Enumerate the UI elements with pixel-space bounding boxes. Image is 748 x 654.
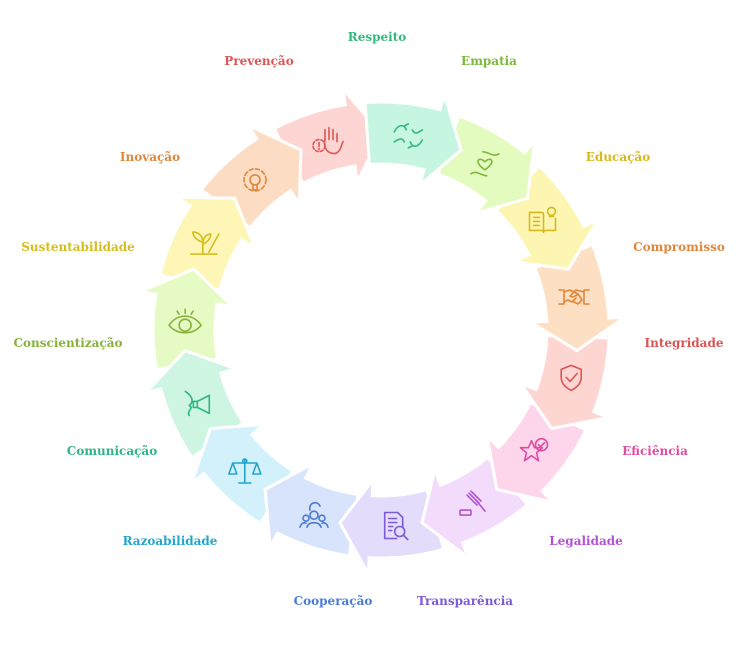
label-sustentabilidade: Sustentabilidade	[21, 240, 135, 254]
hand-alert-icon	[312, 126, 344, 155]
arrow-shape	[263, 460, 360, 558]
label-comunicação: Comunicação	[66, 444, 158, 458]
book-lightbulb-icon	[528, 206, 557, 234]
label-compromisso: Compromisso	[633, 240, 725, 254]
arrow-shape	[435, 113, 537, 217]
arrow-shape	[363, 88, 463, 190]
label-eficiência: Eficiência	[622, 444, 688, 458]
segment-compromisso	[525, 242, 630, 353]
label-integridade: Integridade	[644, 336, 724, 350]
label-conscientização: Conscientização	[13, 336, 123, 350]
segment-empatia	[435, 113, 537, 217]
label-prevenção: Prevenção	[224, 54, 294, 68]
team-icon	[299, 501, 329, 529]
segment-cooperação	[263, 460, 360, 558]
heart-hands-icon	[470, 151, 500, 177]
scales-icon	[228, 458, 262, 484]
eye-icon	[168, 308, 202, 334]
arrow-shape	[157, 195, 259, 292]
arrow-shape	[525, 242, 630, 353]
label-transparência: Transparência	[416, 594, 514, 608]
label-cooperação: Cooperação	[293, 594, 373, 608]
label-razoabilidade: Razoabilidade	[122, 534, 218, 548]
segment-conscientização	[134, 267, 238, 372]
megaphone-icon	[184, 390, 211, 417]
segment-integridade	[517, 334, 615, 431]
segment-respeito	[363, 88, 463, 190]
arrow-shape	[517, 334, 615, 431]
gear-bulb-icon	[243, 168, 267, 192]
star-check-icon	[519, 437, 549, 462]
label-inovação: Inovação	[119, 150, 181, 164]
label-respeito: Respeito	[347, 30, 407, 44]
label-empatia: Empatia	[461, 54, 517, 68]
plant-hand-icon	[190, 231, 220, 255]
segment-sustentabilidade	[157, 195, 259, 292]
document-search-icon	[383, 511, 409, 541]
gavel-icon	[459, 490, 486, 516]
shield-check-icon	[560, 364, 583, 392]
segment-transparência	[338, 475, 446, 579]
hands-icon	[393, 123, 424, 149]
handshake-icon	[558, 289, 590, 305]
label-legalidade: Legalidade	[549, 534, 623, 548]
label-educação: Educação	[585, 150, 651, 164]
